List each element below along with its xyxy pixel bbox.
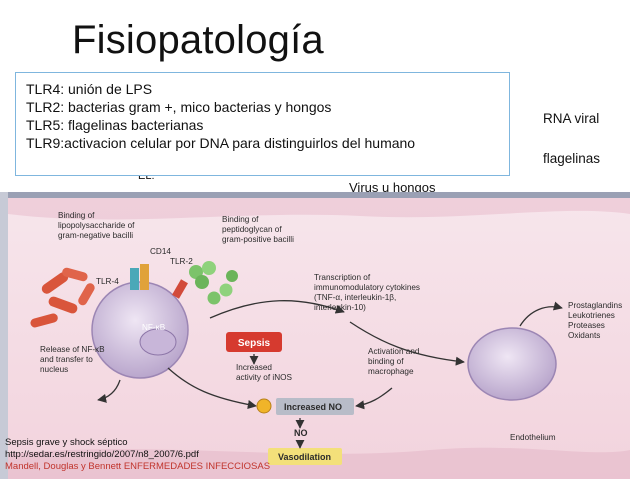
endothelium-layer-top [8, 198, 630, 220]
sepsis-box [226, 332, 282, 352]
increased-no-label: Increased NO [284, 402, 342, 412]
cd14-receptor-icon [140, 264, 149, 290]
macrophage-activation-label: Activation and binding of macrophage [368, 347, 422, 376]
tlr4-label: TLR-4 [96, 277, 119, 286]
vasodilation-box [268, 448, 342, 465]
release-nfkb-label: Release of NF-κB and transfer to nucleus [40, 345, 107, 374]
pathway-arrows [97, 300, 563, 449]
tlr2-label: TLR-2 [170, 257, 193, 266]
cd14-label: CD14 [150, 247, 171, 256]
sepsis-label: Sepsis [238, 338, 271, 349]
credits-block: Sepsis grave y shock séptico http://seda… [5, 437, 270, 473]
inos-label: Increased activity of iNOS [236, 363, 293, 382]
endothelium-label: Endothelium [510, 433, 556, 442]
binding-pg-label: Binding of peptidoglycan of gram-positiv… [222, 215, 294, 244]
vasodilation-label: Vasodilation [278, 452, 331, 462]
credit-book: Mandell, Douglas y Bennett ENFERMEDADES … [5, 461, 271, 472]
mediators-label: Prostaglandins Leukotrienes Proteases Ox… [568, 301, 624, 340]
binding-lps-label: Binding of lipopolysaccharide of gram-ne… [58, 211, 137, 240]
increased-no-box [276, 398, 354, 415]
figure-left-border [0, 192, 8, 479]
sepsis-pathway-figure: Binding of lipopolysaccharide of gram-ne… [0, 192, 630, 479]
tlr4-receptor-icon [130, 268, 139, 290]
no-label: NO [294, 428, 308, 438]
nfkb-label: NF-κB [142, 323, 166, 332]
virus-hongos-label: Virus u hongos [349, 180, 436, 195]
tlr2-receptor-icon [172, 279, 188, 299]
tlr4-line: TLR4: unión de LPS [26, 81, 153, 97]
gram-positive-cocci-icon [189, 261, 238, 305]
gram-negative-bacilli-icon [30, 267, 95, 328]
nucleus-icon [139, 328, 177, 356]
rna-viral-label: RNA viral [543, 111, 600, 126]
tlr-list-box: TLR4: unión de LPS TLR2: bacterias gram … [15, 72, 510, 176]
no-molecule-icon [256, 398, 272, 414]
credit-url: http://sedar.es/restringido/2007/n8_2007… [5, 449, 199, 460]
macrophage-cell-icon [467, 327, 557, 401]
tlr2-line: TLR2: bacterias gram +, mico bacterias y… [26, 99, 332, 115]
slide-title: Fisiopatología [72, 18, 324, 62]
figure-top-border [0, 192, 630, 198]
credit-title: Sepsis grave y shock séptico [5, 437, 128, 448]
monocyte-cell-icon [91, 281, 189, 379]
tlr5-line: TLR5: flagelinas bacterianas [26, 117, 204, 133]
tlr9-line: TLR9:activacion celular por DNA para dis… [26, 135, 416, 151]
flagelinas-label: flagelinas [543, 151, 601, 166]
